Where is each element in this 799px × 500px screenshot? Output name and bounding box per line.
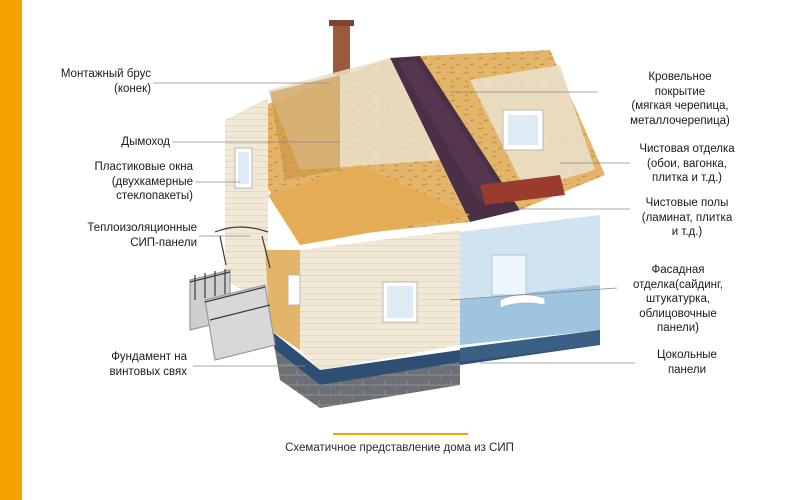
attic-floor	[268, 165, 470, 245]
label-interior-finish: Чистовая отделка(обои, вагонка,плитка и …	[639, 143, 735, 184]
front-wall	[300, 230, 460, 370]
accent-bar	[0, 0, 22, 500]
entrance-stairs	[189, 226, 276, 361]
leader-lines	[153, 82, 635, 367]
label-ridge-beam: Монтажный брус(конек)	[60, 68, 151, 95]
chimney	[329, 20, 354, 75]
caption-divider	[333, 433, 468, 435]
label-chimney: Дымоход	[121, 136, 170, 148]
left-wall	[225, 98, 268, 305]
foundation	[275, 350, 460, 408]
caption: Схематичное представление дома из СИП	[285, 442, 514, 454]
